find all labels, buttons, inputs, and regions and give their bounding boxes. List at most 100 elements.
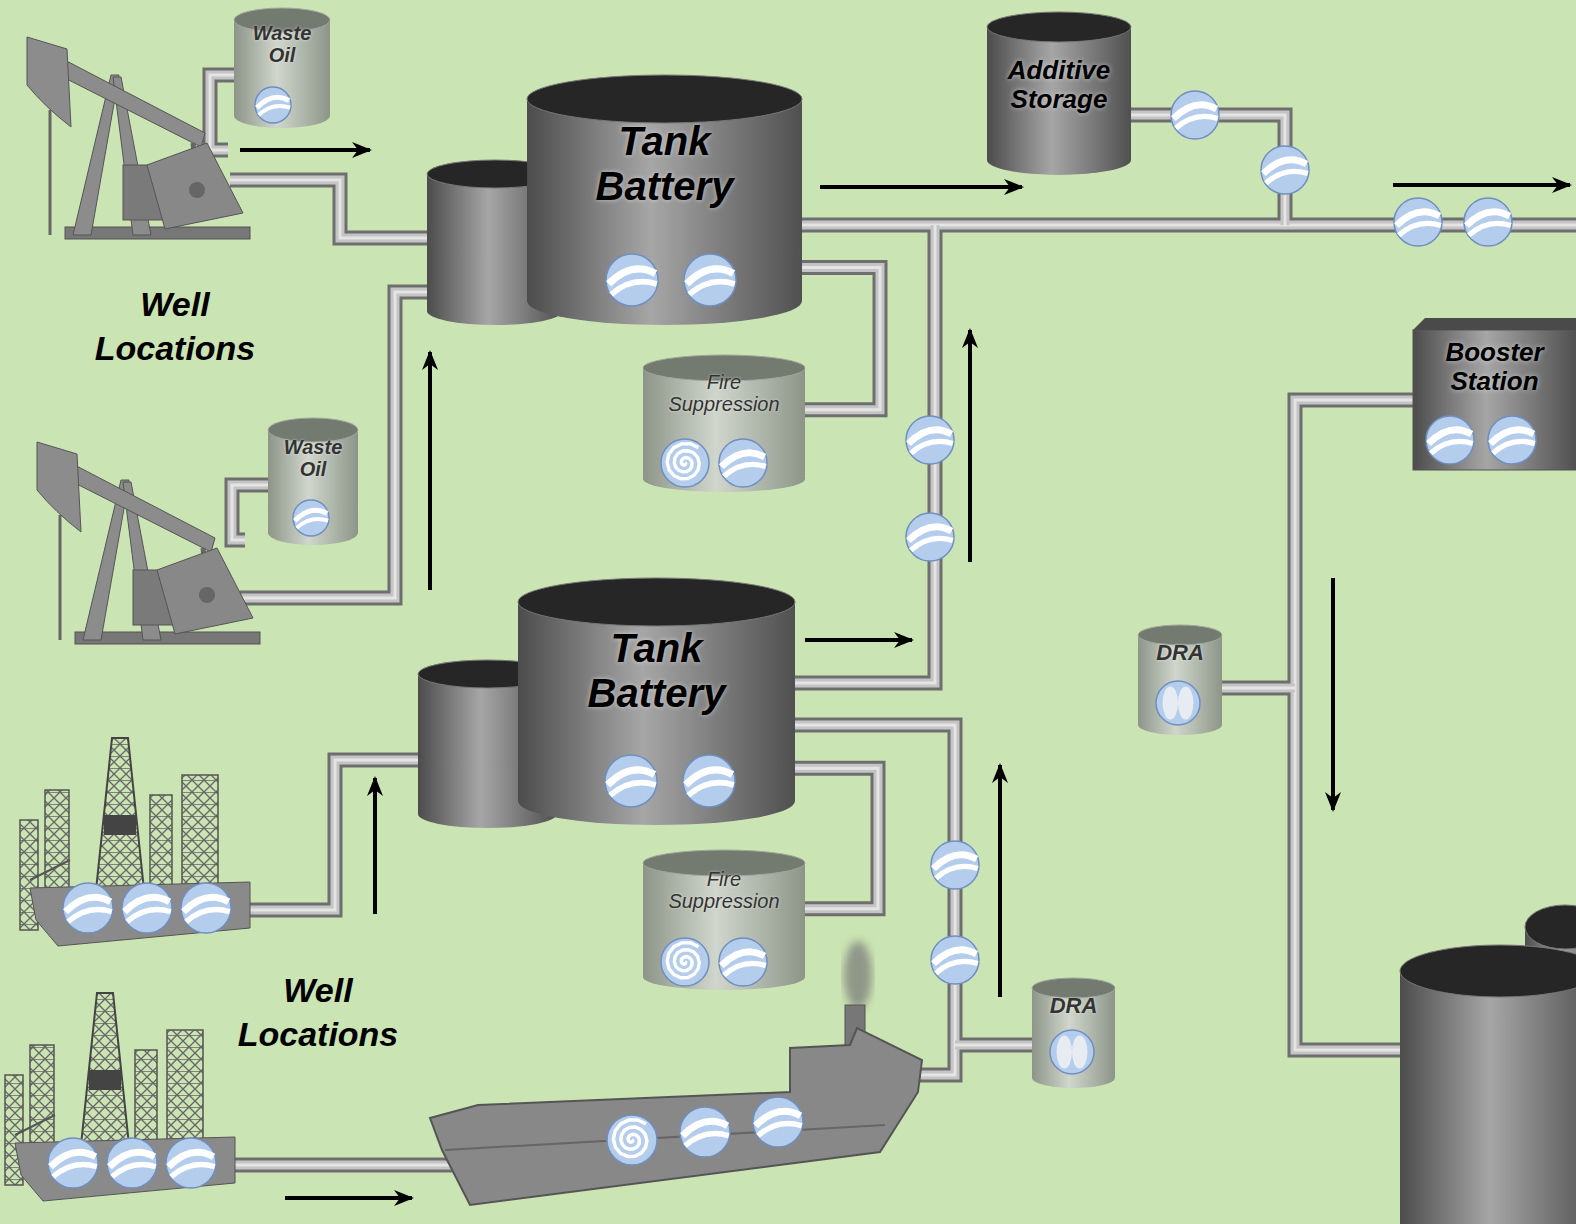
station-roof: [1413, 318, 1576, 330]
pump-icon: [906, 416, 954, 464]
pipe-highlight: [1295, 400, 1415, 1050]
pump-circle: [166, 1138, 216, 1188]
pump-circle: [293, 500, 329, 536]
swoosh-mark: [259, 106, 291, 115]
rig-platform: [30, 882, 250, 946]
spiral-mark: [613, 1120, 647, 1156]
swoosh-mark: [186, 910, 230, 922]
pump-icon: [293, 500, 329, 536]
pipe: [232, 485, 272, 540]
tank-top: [1525, 905, 1576, 949]
swoosh-mark: [724, 963, 766, 975]
derrick-cab: [89, 1070, 121, 1090]
storage-tank: DRA: [1138, 625, 1222, 735]
flow-arrow: [1331, 578, 1335, 810]
horse-head: [27, 37, 71, 127]
tank-body: [1032, 988, 1115, 1078]
flow-arrows: [240, 150, 1570, 1198]
swoosh-mark: [68, 910, 112, 922]
station-box: Booster Station: [1413, 318, 1576, 470]
flow-arrow: [373, 778, 377, 914]
lobe-mark: [1072, 1036, 1087, 1069]
pipe: [1295, 400, 1415, 1050]
node-label: Booster Station: [1425, 338, 1565, 396]
derrick: [96, 738, 144, 890]
pump-icon: [683, 755, 735, 807]
swoosh-mark: [685, 1134, 729, 1146]
pump-circle: [1464, 198, 1512, 246]
pipe-highlight: [1220, 687, 1295, 690]
pipe: [790, 218, 1576, 233]
smoke: [844, 941, 872, 1009]
pump-icon: [661, 938, 709, 986]
pipe-connector: [800, 268, 880, 410]
offshore-rig: [20, 738, 250, 946]
pump-circle: [1156, 681, 1200, 725]
pump-icon: [1426, 416, 1474, 464]
swoosh-mark: [112, 1165, 156, 1177]
spiral-mark: [667, 444, 699, 479]
swoosh-mark: [1399, 223, 1441, 235]
pump-circle: [931, 936, 979, 984]
pump-circle: [1394, 198, 1442, 246]
pump-icon: [719, 439, 767, 487]
flow-arrow: [805, 638, 912, 642]
swoosh-mark: [758, 1124, 802, 1136]
lobe-mark: [1163, 687, 1178, 720]
tank-body: [1138, 635, 1222, 725]
pump-icon: [1464, 198, 1512, 246]
tank-bottom: [527, 277, 802, 325]
swoosh-mark: [1431, 441, 1473, 453]
tank-bottom: [1400, 1223, 1576, 1224]
pipe: [800, 268, 880, 410]
pump-circle: [181, 883, 231, 933]
pump-circle: [661, 938, 709, 986]
pipe-highlight: [210, 75, 238, 150]
tank-body: [643, 863, 805, 977]
pipe: [230, 180, 432, 238]
pump-icon: [607, 1115, 657, 1165]
pipe-inner: [225, 1161, 475, 1170]
node-label: Waste Oil: [246, 22, 318, 67]
pump-circle: [1171, 91, 1219, 139]
flow-arrow: [285, 1196, 412, 1200]
pump-circle: [1426, 416, 1474, 464]
flow-arrow: [968, 330, 972, 562]
tank-body: [268, 430, 358, 533]
swoosh-mark: [689, 282, 735, 295]
lobe-mark: [1057, 1036, 1072, 1069]
swoosh-mark: [611, 282, 657, 295]
swoosh-mark: [1469, 223, 1511, 235]
pump-circle: [1261, 146, 1309, 194]
pipe: [240, 760, 425, 910]
flow-arrow: [428, 352, 432, 590]
hull-line: [445, 1125, 885, 1150]
crank-hub: [199, 587, 215, 603]
pump-circle: [931, 841, 979, 889]
pipe-highlight: [230, 180, 432, 238]
pipe-highlight: [240, 292, 432, 598]
walking-beam: [61, 460, 215, 552]
pump-icon: [48, 1138, 98, 1188]
crane-boom: [30, 860, 70, 880]
pipe-inner: [1295, 400, 1415, 1050]
storage-tank: Waste Oil: [234, 8, 330, 128]
swoosh-mark: [297, 519, 329, 528]
pump-circle: [255, 87, 291, 123]
node-label: Fire Suppression: [649, 868, 799, 913]
pump-icon: [1261, 146, 1309, 194]
polished-rod: [49, 110, 52, 235]
node-label: Tank Battery: [570, 119, 760, 209]
tank-top: [1400, 945, 1576, 997]
node-label: Tank Battery: [562, 626, 752, 716]
pipe-highlight: [240, 760, 425, 910]
pipe-highlight: [790, 725, 955, 1075]
pump-icon: [1156, 681, 1200, 725]
swoosh-mark: [724, 464, 766, 476]
flow-arrow: [1393, 183, 1570, 187]
pump-icon: [1488, 416, 1536, 464]
pump-icon: [605, 755, 657, 807]
pump-icon: [931, 936, 979, 984]
pump-icon: [255, 87, 291, 123]
swoosh-mark: [171, 1165, 215, 1177]
